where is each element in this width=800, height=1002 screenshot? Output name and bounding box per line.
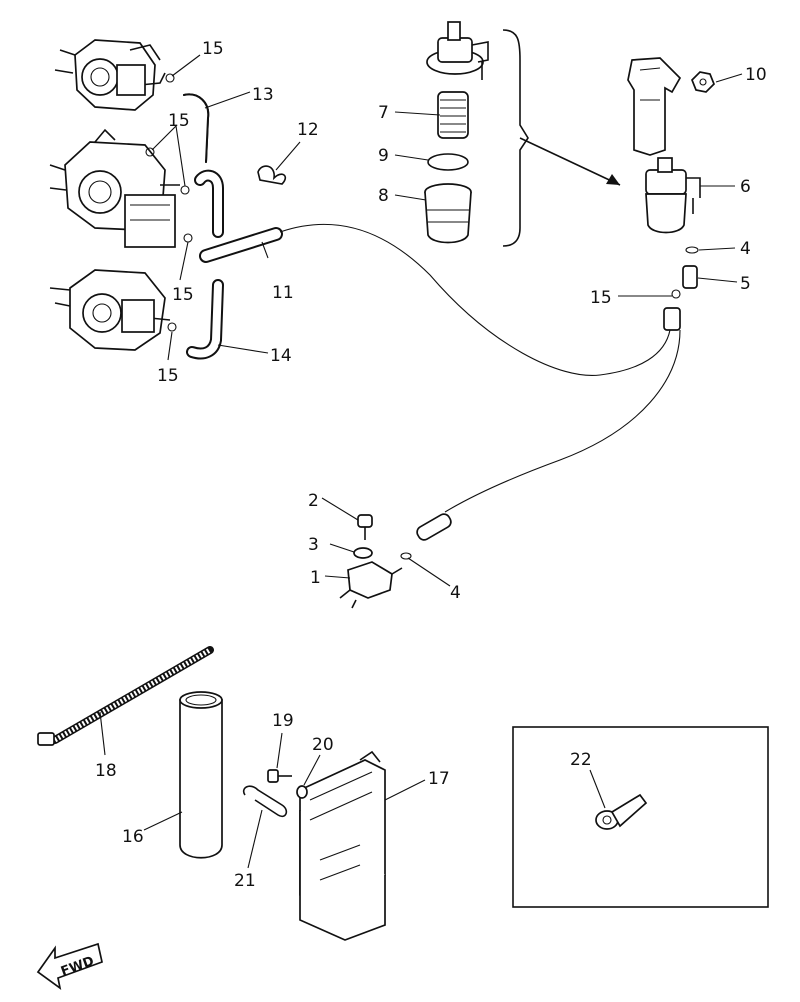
screw-2 bbox=[357, 514, 373, 540]
clamp-21 bbox=[242, 785, 288, 818]
fuel-joint-1 bbox=[339, 561, 403, 609]
callout-19: 19 bbox=[272, 711, 294, 731]
bolt-19 bbox=[267, 769, 292, 783]
carburetor-middle bbox=[49, 128, 180, 248]
callout-2: 2 bbox=[308, 491, 319, 511]
callout-11: 11 bbox=[272, 283, 294, 303]
hose-joint-upper bbox=[663, 307, 681, 331]
fitting-22 bbox=[595, 793, 648, 830]
washer-3 bbox=[353, 547, 373, 559]
bracket-17 bbox=[299, 750, 386, 941]
joint-5 bbox=[682, 265, 698, 289]
callout-1: 1 bbox=[310, 568, 321, 588]
filter-cup-8 bbox=[424, 183, 472, 244]
carburetor-bottom bbox=[49, 269, 171, 351]
nut-10 bbox=[691, 71, 715, 93]
fuel-filter-assembly-6 bbox=[645, 157, 701, 234]
callout-18: 18 bbox=[95, 761, 117, 781]
callout-3: 3 bbox=[308, 535, 319, 555]
o-ring-9 bbox=[427, 153, 469, 171]
main-fuel-hose bbox=[279, 223, 671, 377]
hose-clip-15 bbox=[145, 73, 681, 332]
fwd-arrow-icon: FWD bbox=[36, 942, 103, 990]
tie-wrap-18 bbox=[37, 646, 214, 746]
hose-connector bbox=[416, 513, 452, 541]
washer-20 bbox=[296, 785, 308, 799]
callout-17: 17 bbox=[428, 769, 450, 789]
callout-14: 14 bbox=[270, 346, 292, 366]
inset-frame bbox=[512, 726, 769, 908]
clip-4-upper bbox=[685, 246, 699, 254]
callout-6: 6 bbox=[740, 177, 751, 197]
callout-7: 7 bbox=[378, 103, 389, 123]
callout-10: 10 bbox=[745, 65, 767, 85]
callout-4: 4 bbox=[740, 239, 751, 259]
clip-12 bbox=[257, 165, 287, 185]
callout-15: 15 bbox=[172, 285, 194, 305]
fuel-filter-head bbox=[426, 21, 489, 80]
callout-labels: 15 13 15 12 11 15 14 15 7 9 8 10 6 4 5 1… bbox=[95, 39, 767, 891]
callout-13: 13 bbox=[252, 85, 274, 105]
callout-5: 5 bbox=[740, 274, 751, 294]
filter-element-7 bbox=[437, 91, 469, 139]
callout-4: 4 bbox=[450, 583, 461, 603]
callout-16: 16 bbox=[122, 827, 144, 847]
callout-15: 15 bbox=[157, 366, 179, 386]
callout-9: 9 bbox=[378, 146, 389, 166]
callout-20: 20 bbox=[312, 735, 334, 755]
fuel-hose-13-inner bbox=[183, 93, 210, 163]
clip-4-lower bbox=[400, 552, 412, 560]
callout-15: 15 bbox=[168, 111, 190, 131]
assembly-bracket bbox=[502, 29, 529, 247]
protector-sleeve-16 bbox=[179, 691, 223, 859]
carburetor-top bbox=[54, 39, 166, 111]
callout-12: 12 bbox=[297, 120, 319, 140]
fuel-filter-bracket bbox=[627, 57, 682, 156]
callout-15: 15 bbox=[590, 288, 612, 308]
callout-8: 8 bbox=[378, 186, 389, 206]
assembly-arrowhead bbox=[606, 174, 620, 185]
callout-22: 22 bbox=[570, 750, 592, 770]
assembly-arrow bbox=[519, 137, 621, 186]
main-fuel-hose-lower bbox=[444, 329, 681, 513]
callout-15: 15 bbox=[202, 39, 224, 59]
leader-lines bbox=[99, 54, 743, 869]
callout-21: 21 bbox=[234, 871, 256, 891]
